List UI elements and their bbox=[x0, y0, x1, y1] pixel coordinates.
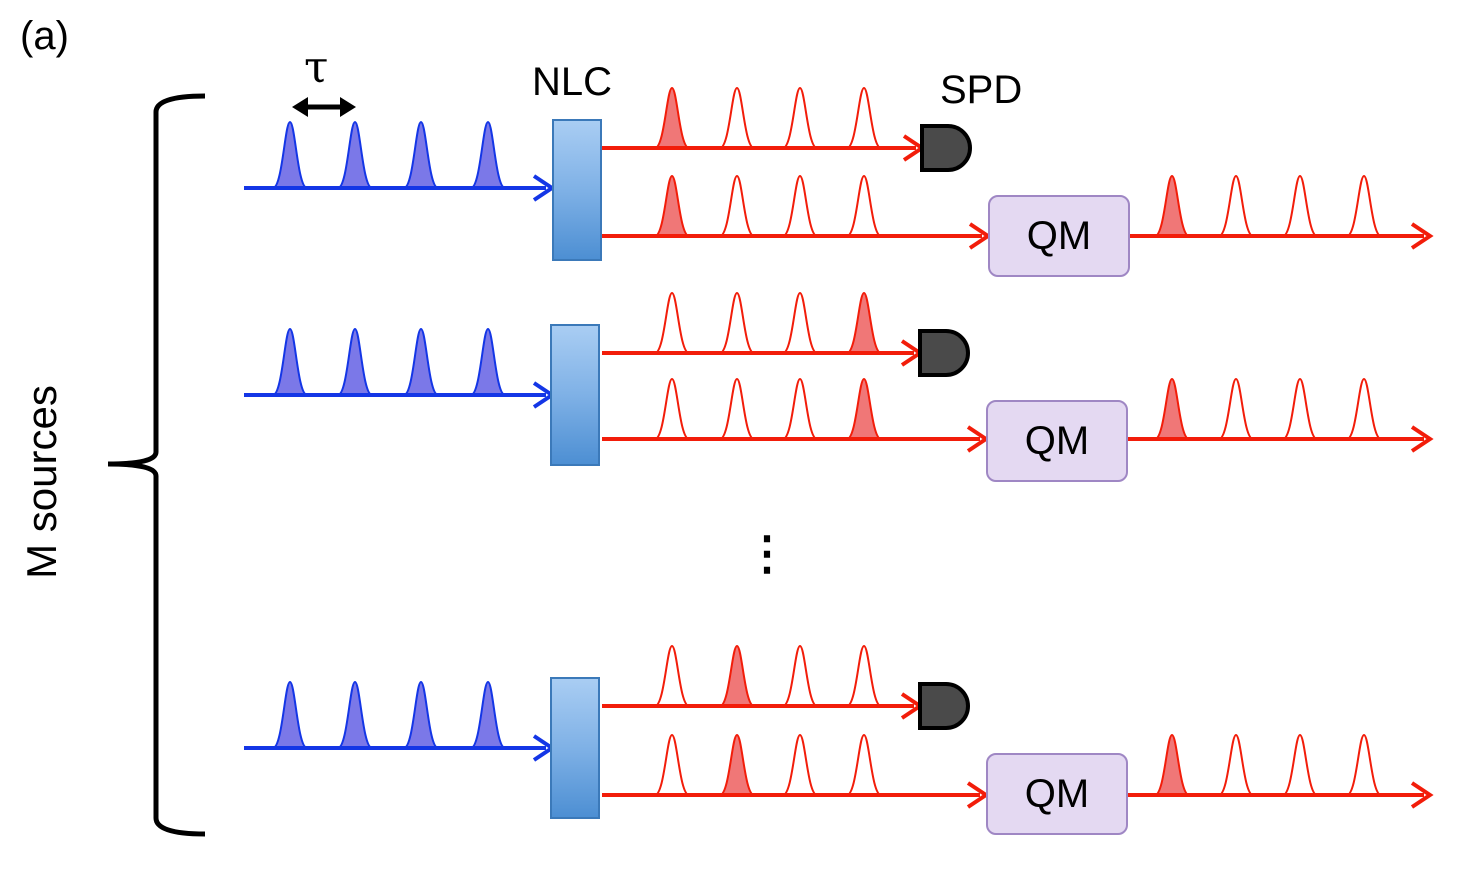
vertical-ellipsis: ⋮ bbox=[744, 527, 790, 579]
pump-pulse bbox=[337, 680, 373, 749]
photon-pulse bbox=[719, 86, 755, 149]
released-photon-pulse bbox=[1154, 733, 1190, 796]
nlc-crystal-2 bbox=[550, 324, 600, 466]
heralded-photon-pulse bbox=[719, 733, 755, 796]
photon-pulse bbox=[654, 377, 690, 440]
photon-pulse bbox=[782, 733, 818, 796]
qm-label: QM bbox=[1024, 771, 1090, 816]
heralding-photon-pulse bbox=[719, 644, 755, 707]
photon-pulse bbox=[846, 86, 882, 149]
photon-pulse bbox=[846, 174, 882, 237]
qm-label: QM bbox=[1026, 213, 1092, 258]
spd-detector-icon bbox=[918, 329, 970, 377]
heralded-photon-pulse bbox=[846, 377, 882, 440]
qm-box-1: QM bbox=[988, 195, 1130, 277]
pump-pulse bbox=[470, 120, 506, 189]
pump-pulse bbox=[403, 680, 439, 749]
photon-pulse bbox=[782, 644, 818, 707]
output-arrow-head bbox=[1410, 781, 1434, 809]
output-pulse bbox=[1282, 174, 1318, 237]
spd-detector-icon bbox=[918, 682, 970, 730]
tau-label: τ bbox=[304, 42, 329, 93]
sources-label: M sources bbox=[18, 385, 65, 579]
qm-box-2: QM bbox=[986, 400, 1128, 482]
photon-pulse bbox=[782, 86, 818, 149]
output-pulse bbox=[1346, 733, 1382, 796]
photon-pulse bbox=[719, 291, 755, 354]
output-pulse bbox=[1282, 733, 1318, 796]
output-pulse bbox=[1218, 377, 1254, 440]
photon-pulse bbox=[846, 733, 882, 796]
heralding-photon-pulse bbox=[654, 86, 690, 149]
photon-pulse bbox=[846, 644, 882, 707]
pump-pulse bbox=[272, 120, 308, 189]
photon-pulse bbox=[654, 644, 690, 707]
photon-pulse bbox=[719, 174, 755, 237]
nlc-crystal-3 bbox=[550, 677, 600, 819]
photon-pulse bbox=[782, 291, 818, 354]
photon-pulse bbox=[782, 377, 818, 440]
spd-detector-icon bbox=[920, 124, 972, 172]
pump-pulse bbox=[337, 120, 373, 189]
output-arrow-head bbox=[1410, 222, 1434, 250]
pump-pulse bbox=[470, 680, 506, 749]
nlc-crystal-1 bbox=[552, 119, 602, 261]
output-pulse bbox=[1346, 377, 1382, 440]
photon-pulse bbox=[782, 174, 818, 237]
pump-pulse bbox=[272, 680, 308, 749]
spd-label: SPD bbox=[940, 68, 1023, 112]
heralded-photon-pulse bbox=[654, 174, 690, 237]
qm-box-3: QM bbox=[986, 753, 1128, 835]
heralding-photon-pulse bbox=[846, 291, 882, 354]
nlc-label: NLC bbox=[532, 60, 613, 104]
output-pulse bbox=[1282, 377, 1318, 440]
output-pulse bbox=[1218, 733, 1254, 796]
pump-pulse bbox=[272, 327, 308, 396]
released-photon-pulse bbox=[1154, 174, 1190, 237]
tau-double-arrow bbox=[292, 97, 356, 117]
sources-brace bbox=[107, 93, 206, 837]
output-arrow-head bbox=[1410, 425, 1434, 453]
released-photon-pulse bbox=[1154, 377, 1190, 440]
photon-pulse bbox=[719, 377, 755, 440]
pump-pulse bbox=[470, 327, 506, 396]
output-pulse bbox=[1218, 174, 1254, 237]
pump-pulse bbox=[403, 120, 439, 189]
pump-pulse bbox=[403, 327, 439, 396]
pump-pulse bbox=[337, 327, 373, 396]
qm-label: QM bbox=[1024, 418, 1090, 463]
photon-pulse bbox=[654, 733, 690, 796]
output-pulse bbox=[1346, 174, 1382, 237]
panel-label: (a) bbox=[20, 14, 69, 58]
photon-pulse bbox=[654, 291, 690, 354]
